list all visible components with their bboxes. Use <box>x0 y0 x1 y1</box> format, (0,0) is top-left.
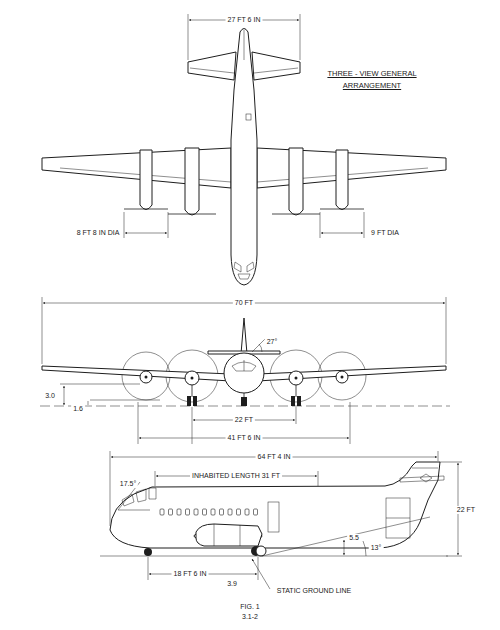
cabin-window <box>237 509 241 515</box>
cabin-window <box>254 509 258 515</box>
prop-dimension: 8 FT 8 IN DIA <box>75 229 122 237</box>
front-view <box>40 297 450 444</box>
track-dimension: 22 FT <box>233 416 255 424</box>
cabin-window <box>186 509 190 515</box>
wheelbase-dimension: 18 FT 6 IN <box>172 570 209 578</box>
angle-label: 13° <box>369 544 384 552</box>
cabin-window <box>203 509 207 515</box>
side-view <box>100 451 462 589</box>
drawing-title: THREE - VIEW GENERAL ARRANGEMENT <box>326 68 419 92</box>
plan-view <box>42 14 446 285</box>
length-dimension: 64 FT 4 IN <box>256 453 293 461</box>
cabin-window <box>211 509 215 515</box>
angle-label: 17.5° <box>118 480 138 488</box>
cabin-window <box>228 509 232 515</box>
clearance-dimension: 3.0 <box>43 392 57 400</box>
height-dimension: 22 FT <box>455 506 477 514</box>
cabin-window <box>169 509 173 515</box>
clearance-dimension: 3.9 <box>225 580 239 588</box>
cabin-window <box>220 509 224 515</box>
note-label: STATIC GROUND LINE <box>275 587 353 595</box>
clearance-dimension: 5.5 <box>347 534 361 542</box>
span-dimension: 27 FT 6 IN <box>226 16 263 24</box>
figure-caption: FIG. 1 3.1-2 <box>239 602 262 622</box>
span-dimension: 70 FT <box>233 299 255 307</box>
angle-label: 27° <box>265 338 280 346</box>
clearance-dimension: 1.6 <box>71 405 85 413</box>
cabin-window <box>245 509 249 515</box>
track-dimension: 41 FT 6 IN <box>226 434 263 442</box>
prop-dimension: 9 FT DIA <box>369 229 401 237</box>
length-dimension: INHABITED LENGTH 31 FT <box>190 472 282 480</box>
cabin-windows <box>160 509 258 515</box>
cabin-window <box>160 509 164 515</box>
cabin-window <box>194 509 198 515</box>
cabin-window <box>177 509 181 515</box>
